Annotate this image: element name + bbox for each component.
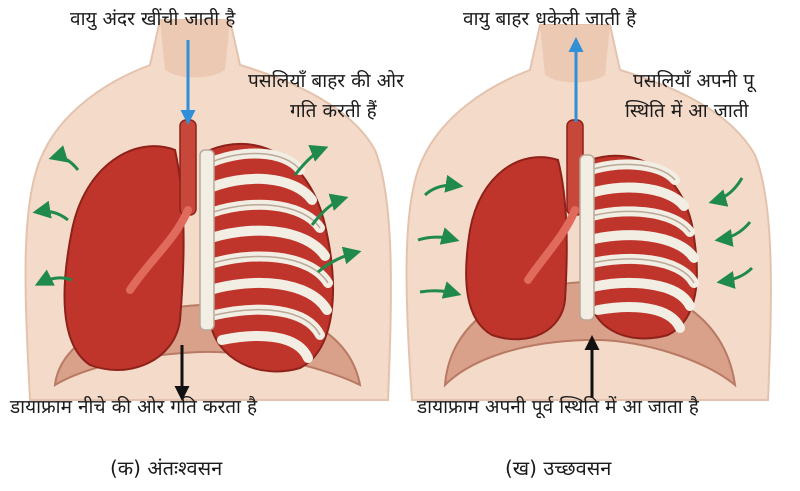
exhale-rib-label-2: स्थिति में आ जाती xyxy=(625,100,749,123)
exhale-rib-label-1: पसलियाँ अपनी पू xyxy=(633,70,754,93)
trachea-a xyxy=(180,120,196,215)
inhalation-caption: (क) अंतःश्वसन xyxy=(110,456,222,480)
inhale-air-label: वायु अंदर खींची जाती है xyxy=(70,8,235,31)
inhale-diaphragm-label: डायाफ्राम नीचे की ओर गति करता है xyxy=(10,396,257,419)
inhale-rib-label-2: गति करती हैं xyxy=(290,100,377,123)
exhale-diaphragm-label: डायाफ्राम अपनी पूर्व स्थिति में आ जाता ह… xyxy=(417,396,699,419)
sternum-b xyxy=(580,155,594,320)
inhale-rib-label-1: पसलियाँ बाहर की ओर xyxy=(248,70,404,93)
sternum-a xyxy=(200,150,214,330)
exhalation-caption: (ख) उच्छवसन xyxy=(505,456,611,480)
exhale-air-label: वायु बाहर धकेली जाती है xyxy=(463,8,636,31)
